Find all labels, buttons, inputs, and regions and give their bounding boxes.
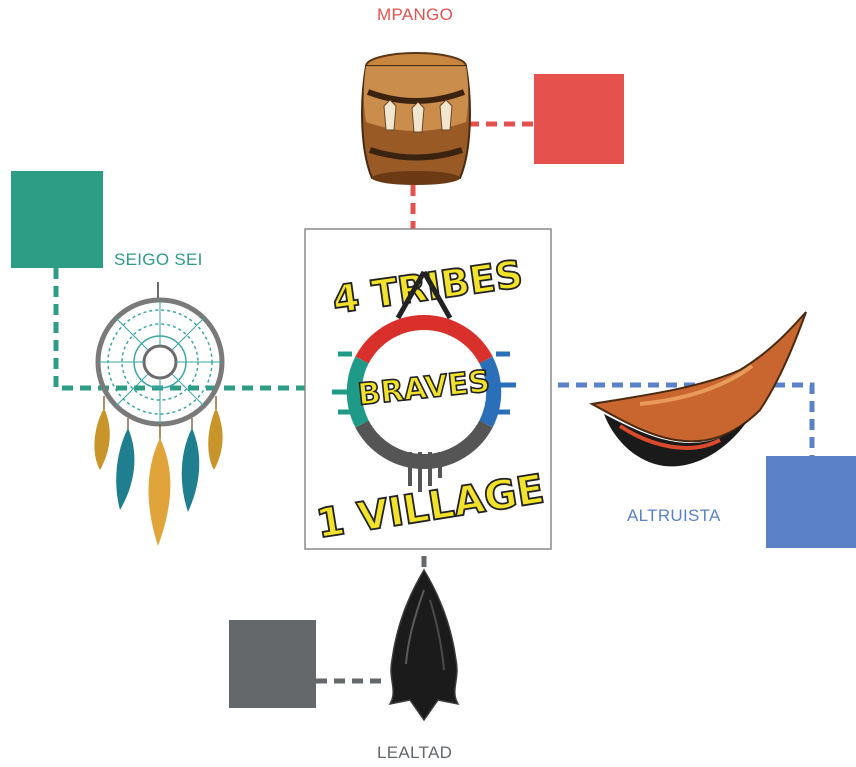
lealtad-color-swatch: [229, 620, 316, 708]
seigo-sei-color-swatch: [11, 171, 103, 268]
dreamcatcher-icon: [94, 282, 222, 546]
canoe-icon: [592, 312, 806, 466]
arrowhead-icon: [390, 570, 458, 720]
mpango-label: MPANGO: [377, 5, 453, 25]
altruista-color-swatch: [766, 456, 856, 548]
tribes-logo-icon: 4 TRIBES BRAVES 1 VILLAGE: [305, 229, 551, 549]
lealtad-label: LEALTAD: [377, 743, 452, 763]
seigo-sei-label: SEIGO SEI: [114, 250, 203, 270]
mpango-color-swatch: [534, 74, 624, 164]
drum-icon: [362, 53, 470, 185]
altruista-label: ALTRUISTA: [627, 506, 721, 526]
